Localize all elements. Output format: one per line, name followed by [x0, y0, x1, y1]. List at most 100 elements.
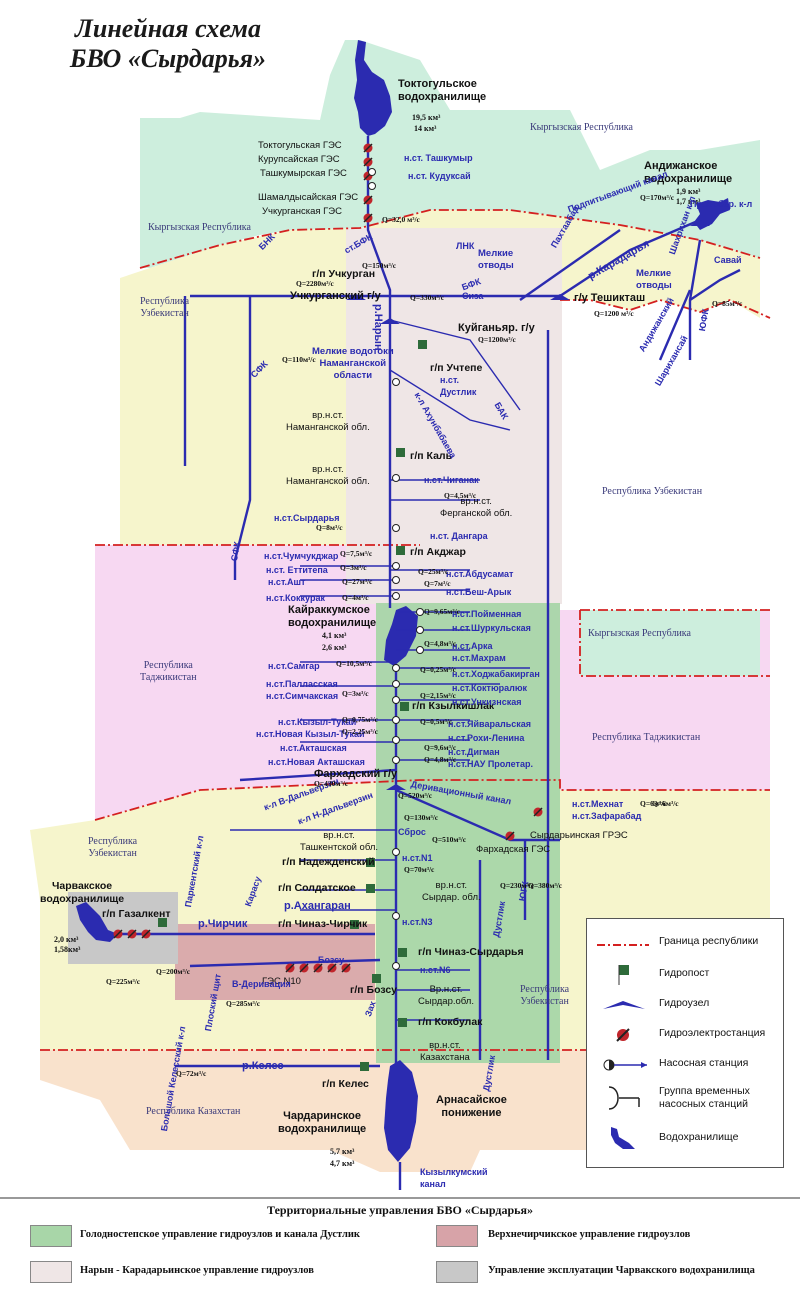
naryn-karadarya-swatch: [30, 1261, 72, 1283]
hydropost-keles: г/п Келес: [322, 1078, 369, 1090]
uchkurgan-karadarya-line: [190, 218, 701, 298]
charvak-label: Управление эксплуатации Чарвакского водо…: [488, 1265, 755, 1276]
offtake-10: [300, 661, 396, 743]
node-legend-icon: [595, 993, 651, 1017]
pump-abdusamat: н.ст.Абдусамат: [446, 569, 514, 579]
pump-legend-icon: [595, 1053, 651, 1077]
pump-symbol-2: [392, 378, 400, 386]
kyrgyz-south-region: [580, 610, 760, 676]
flow-label-13: Q=27м³/с: [342, 577, 373, 586]
flow-label-23: Q=3м³/с: [342, 689, 369, 698]
map-title: Линейная схема БВО «Сырдарья»: [18, 14, 318, 74]
pump-n1: н.ст.N1: [402, 853, 433, 863]
hpp-kurupsai: Курупсайская ГЭС: [258, 154, 340, 165]
flow-label-9: Q=4,5м³/с: [444, 491, 477, 500]
region-uzbek-north: Республика Узбекистан: [140, 296, 190, 319]
flow-label-18: Q=4,8м³/с: [424, 639, 457, 648]
hydropost-symbol-3: [400, 702, 409, 711]
naryn-karadarya-zone: [346, 228, 562, 604]
flow-label-4: Q=1200м³/с: [478, 335, 516, 344]
pump-symbol-5: [392, 562, 400, 570]
flow-label-5: Q=1200 м³/с: [594, 309, 634, 318]
node-symbol-2: [550, 294, 570, 300]
flow-label-26: Q=0,5м³/с: [420, 717, 453, 726]
golodnaya-label: Голодностепское управление гидроузлов и …: [80, 1229, 360, 1240]
hydropost-symbol-4: [366, 858, 375, 867]
kairakkum-volume-bottom: 2,6 км³: [322, 643, 347, 652]
waterways: [120, 136, 741, 1190]
region-kyrgyz-south: Кыргызская Республика: [588, 628, 691, 639]
temp-group-namangan-2: вр.н.ст. Наманганской обл.: [286, 464, 370, 487]
pump-symbol-17: [392, 848, 400, 856]
region-tajik-west: Республика Таджикистан: [140, 660, 197, 683]
hpp-symbol-mark-10: [285, 963, 295, 973]
pump-dustlik: н.ст. Дустлик: [440, 375, 477, 397]
hpp-toktogul: Токтогульская ГЭС: [258, 140, 342, 151]
canal-bozsu: Бозсу: [318, 955, 345, 965]
pump-dangara: н.ст. Дангара: [430, 531, 488, 541]
canal-siza: Сиза: [462, 291, 484, 301]
temp-group-tashkent: вр.н.ст. Ташкентской обл.: [300, 830, 379, 853]
chardara-volume-top: 5,7 км³: [330, 1147, 355, 1156]
pump-symbol-13: [392, 696, 400, 704]
hpp-symbol-mark-0: [363, 143, 373, 153]
pump-hojabakirgan: н.ст.Ходжабакирган: [452, 669, 540, 679]
legend-hpp-label: Гидроэлектростанция: [659, 1027, 766, 1039]
offtake-6: [396, 611, 470, 651]
charvak-volume-bottom: 1,58км³: [54, 945, 81, 954]
pump-chiganak: н.ст.Чиганак: [424, 475, 479, 485]
pump-arka: н.ст.Арка: [452, 641, 493, 651]
reservoir-legend-icon: [595, 1123, 651, 1153]
naryn-karadarya-label: Нарын - Карадарьинское управление гидроу…: [80, 1265, 314, 1276]
hydropost-symbol-9: [372, 974, 381, 983]
region-kyrgyz-west: Кыргызская Республика: [148, 222, 251, 233]
canal-lnk: ЛНК: [456, 241, 475, 251]
pump-rohi-lenina: н.ст.Рохи-Ленина: [448, 733, 525, 743]
hpp-syrdarya-grs: Сырдарьинская ГРЭС: [530, 830, 628, 841]
border-tj-kg: [579, 609, 770, 677]
flow-label-28: Q=4,8м³/с: [424, 755, 457, 764]
temp-group-kazakhstan: вр.н.ст. Казахстана: [420, 1040, 470, 1063]
pump-symbol-6: [392, 576, 400, 584]
flow-label-17: Q=9,65м³/с: [424, 607, 461, 616]
hydropost-symbol-8: [398, 948, 407, 957]
hpp-tashkumyr: Ташкумырская ГЭС: [260, 168, 347, 179]
node-teshiktash: г/у Тешикташ: [574, 292, 646, 304]
pump-n6: н.ст.N6: [420, 965, 451, 975]
pump-kuduksai: н.ст. Кудуксай: [408, 171, 471, 181]
pump-aktash: н.ст.Акташская: [280, 743, 347, 753]
region-uzbek-southeast: Республика Узбекистан: [520, 984, 570, 1007]
flow-label-27: Q=9,6м³/с: [424, 743, 457, 752]
node-symbol-3: [386, 784, 406, 790]
toktogul-volume-top: 19,5 км³: [412, 113, 441, 122]
node-kuiganyar: Куйганьяр. г/у: [458, 322, 535, 334]
hydropost-akjar: г/п Акджар: [410, 546, 466, 558]
hpp-symbol-mark-13: [327, 963, 337, 973]
flow-label-36: Q=6м³/с: [640, 799, 667, 808]
border-kg-uz-north: [139, 209, 761, 269]
pump-koktyuralyuk: н.ст.Коктюралюк: [452, 683, 528, 693]
temp-group-fergana: вр.н.ст. Ферганской обл.: [440, 496, 513, 519]
flow-label-24: Q=0,75м³/с: [342, 715, 379, 724]
pump-symbol-11: [392, 664, 400, 672]
flow-label-40: Q=200м³/с: [156, 967, 191, 976]
flow-label-22: Q=2,15м³/с: [420, 691, 457, 700]
pump-symbol-18: [392, 912, 400, 920]
hpp-symbol-mark-12: [313, 963, 323, 973]
small-streams-namangan: Мелкие водотоки Наманганской области: [312, 346, 394, 381]
node-uchkurgan: Учкурганский г/у: [290, 290, 381, 302]
pump-mehnat: н.ст.Мехнат: [572, 799, 624, 809]
flow-label-31: Q=130м³/с: [404, 813, 439, 822]
management-legend: Территориальные управления БВО «Сырдарья…: [0, 1197, 800, 1299]
naryn-main-line: [366, 136, 392, 608]
pump-symbol-10: [416, 646, 424, 654]
temp-group-syrdarya-2: Вр.н.ст. Сырдар.обл.: [418, 984, 474, 1007]
toktogul-volume-bottom: 14 км³: [414, 124, 437, 133]
chirchik-line-2: [189, 958, 381, 968]
flow-label-15: Q=25м³/с: [418, 567, 449, 576]
legend-pump-label: Насосная станция: [659, 1057, 749, 1069]
pump-new-aktash: н.ст.Новая Акташская: [268, 757, 365, 767]
kairakkum-reservoir-shape: [384, 606, 418, 666]
river-naryn: р.Нарын: [372, 304, 384, 351]
pump-mahram: н.ст.Махрам: [452, 653, 506, 663]
